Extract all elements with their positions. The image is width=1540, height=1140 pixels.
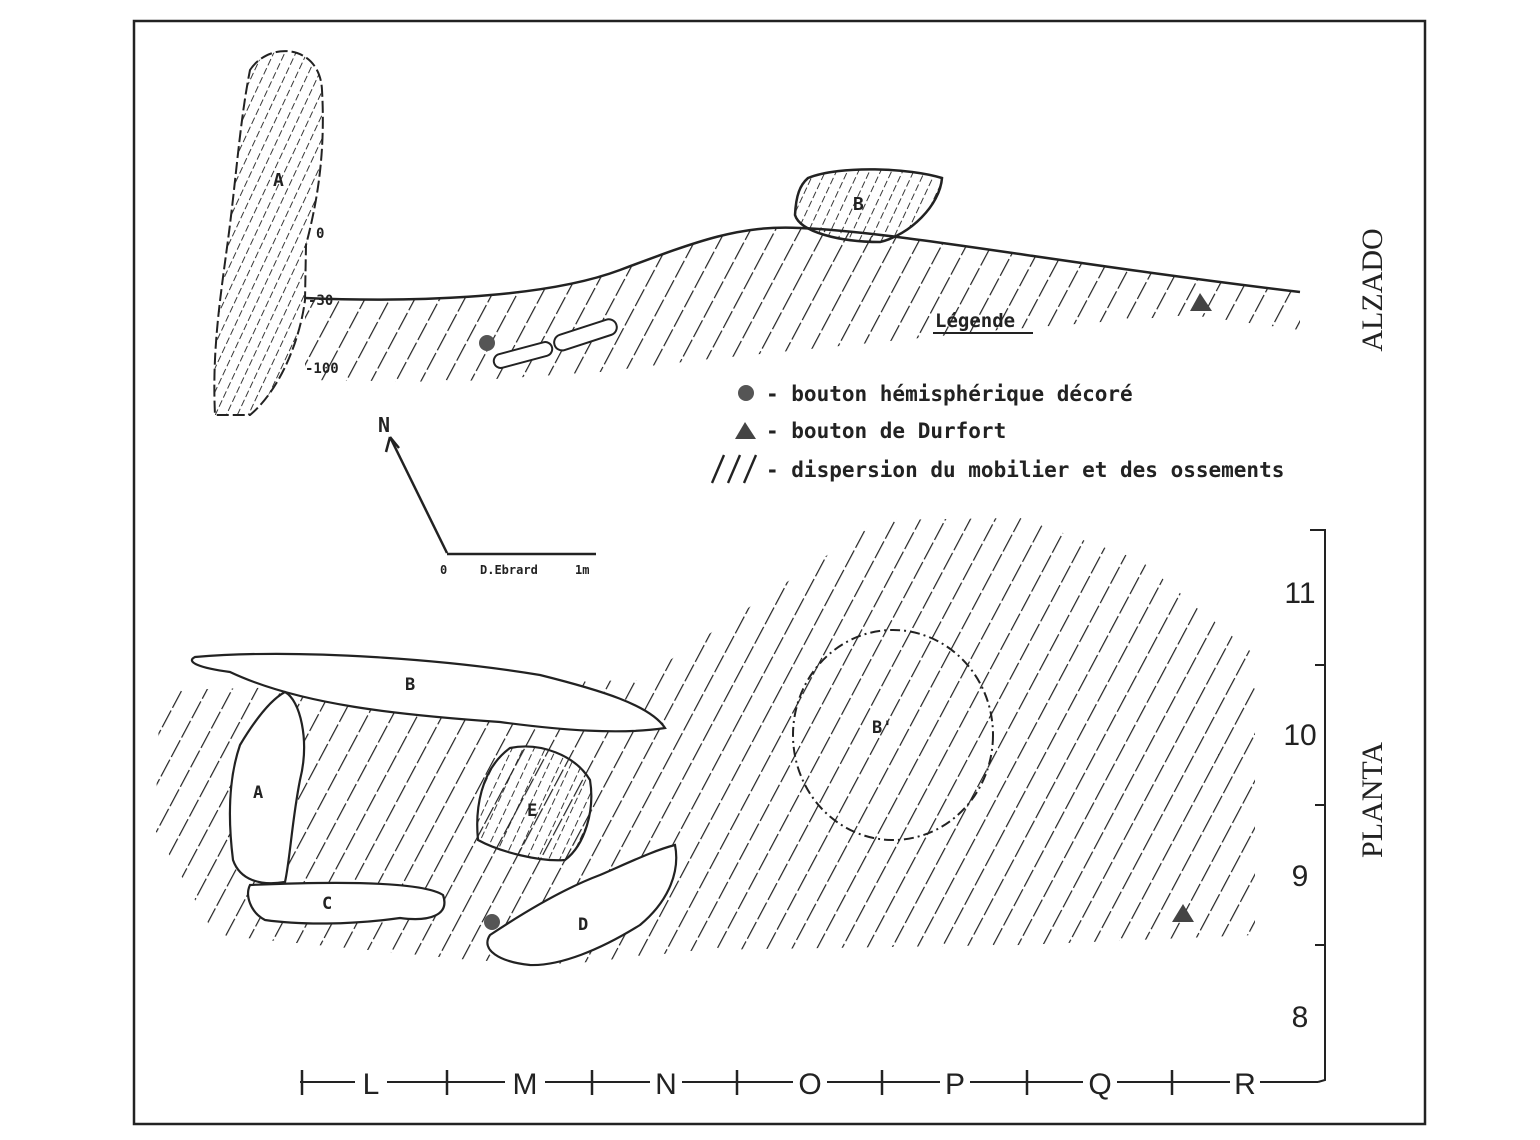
elevation-stone-b-label: B	[853, 194, 864, 215]
plan-stone-e-label: E	[527, 801, 537, 821]
plan-stone-a	[228, 690, 306, 885]
frame	[132, 19, 1427, 1126]
plan-stone-b-label: B	[405, 675, 415, 695]
plan-stone-b-prime-outline	[792, 629, 994, 841]
plan-title: PLANTA	[1356, 742, 1389, 858]
legend: Légende - bouton hémisphérique décoré - …	[710, 310, 1284, 484]
elevation-stone-b	[793, 168, 944, 244]
triangle-icon	[735, 422, 756, 439]
scale-bar: 0 D.Ebrard 1m	[440, 552, 596, 577]
legend-item-text: - bouton hémisphérique décoré	[766, 382, 1133, 406]
ground-line	[304, 226, 1301, 301]
plan-x-ticks	[300, 1070, 1174, 1095]
plan-stone-d-label: D	[578, 915, 588, 935]
plan-triangle-marker	[1172, 904, 1194, 922]
plan-section: B A C D E B' 11 10 9 8 L M N O	[155, 518, 1389, 1101]
x-label-m: M	[513, 1068, 538, 1101]
scale-end: 1m	[575, 563, 589, 577]
elevation-stone-a	[213, 50, 324, 416]
legend-item-text: - bouton de Durfort	[766, 419, 1006, 443]
plan-stone-b-prime-label: B'	[872, 718, 892, 738]
y-label-10: 10	[1283, 719, 1316, 752]
x-label-r: R	[1234, 1068, 1256, 1101]
plan-circle-marker	[484, 914, 500, 930]
plan-stone-a-label: A	[253, 783, 263, 803]
plan-stone-e	[476, 745, 593, 862]
plan-stone-c	[247, 881, 446, 925]
x-label-o: O	[798, 1068, 821, 1101]
y-label-8: 8	[1292, 1001, 1309, 1034]
x-label-q: Q	[1088, 1068, 1111, 1101]
circle-icon	[738, 385, 754, 401]
north-arrow: N	[378, 413, 449, 554]
y-label-11: 11	[1284, 577, 1315, 610]
plan-y-ticks	[1315, 664, 1325, 946]
plan-stone-b	[190, 652, 667, 733]
elevation-triangle-marker	[1190, 293, 1212, 311]
legend-item-text: - dispersion du mobilier et des ossement…	[766, 458, 1284, 482]
scale-start: 0	[440, 563, 447, 577]
x-label-l: L	[363, 1068, 380, 1101]
plan-hatched-area	[155, 518, 1255, 965]
scale-author: D.Ebrard	[480, 563, 538, 577]
elevation-bone-2	[553, 318, 618, 352]
depth-label-0: 0	[316, 226, 324, 242]
plan-stone-d	[486, 843, 678, 967]
x-label-p: P	[945, 1068, 965, 1101]
elevation-circle-marker	[479, 335, 495, 351]
legend-title: Légende	[935, 310, 1015, 332]
north-label: N	[378, 413, 390, 437]
depth-label-100: -100	[305, 361, 339, 377]
elevation-hatched-ground	[305, 227, 1300, 382]
elevation-title: ALZADO	[1356, 228, 1389, 351]
elevation-section: A B 0 -30 -100 ALZADO	[213, 50, 1389, 416]
elevation-bone-1	[492, 341, 554, 369]
x-label-n: N	[655, 1068, 677, 1101]
plan-x-labels: L M N O P Q R	[355, 1065, 1260, 1101]
hatch-icon	[710, 454, 758, 484]
y-label-9: 9	[1292, 860, 1309, 893]
depth-label-30: -30	[308, 293, 333, 309]
plan-stone-c-label: C	[322, 894, 332, 914]
elevation-stone-a-label: A	[273, 170, 284, 191]
